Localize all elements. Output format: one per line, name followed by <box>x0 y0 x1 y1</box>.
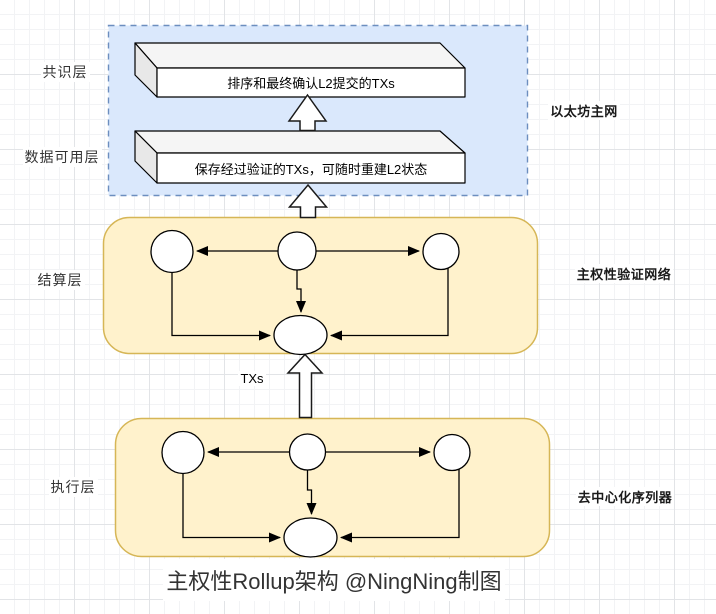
execution-layer-label: 执行层 <box>48 477 98 497</box>
edge <box>340 468 460 543</box>
validator-node-left <box>150 229 194 274</box>
validator-node-right <box>422 232 460 271</box>
data-availability-block-text: 保存经过验证的TXs，可随时重建L2状态 <box>194 161 428 177</box>
validation-network-label: 主权性验证网络 <box>569 263 679 283</box>
edge <box>182 473 281 543</box>
consensus-block-label: 排序和最终确认L2提交的TXs <box>157 68 465 97</box>
ethereum-mainnet-label: 以太坊主网 <box>534 100 634 120</box>
validator-node-center <box>277 231 317 271</box>
sequencer-label: 去中心化序列器 <box>570 486 680 506</box>
txs-flow-label: TXs <box>238 370 266 386</box>
diagram-caption: 主权性Rollup架构 @NingNing制图 <box>163 559 505 601</box>
edge <box>306 470 317 515</box>
up-arrow-settlement-to-da <box>287 183 329 219</box>
sequencer-network-nodes <box>161 430 471 558</box>
sequencer-node-left <box>161 430 205 475</box>
txs-up-arrow <box>286 353 324 419</box>
data-availability-block-label: 保存经过验证的TXs，可随时重建L2状态 <box>157 153 465 183</box>
validation-network-nodes <box>150 229 460 356</box>
sequencer-node-center <box>288 433 327 471</box>
consensus-block-cuboid <box>134 42 466 98</box>
edge <box>171 272 271 341</box>
consensus-block-text: 排序和最终确认L2提交的TXs <box>227 76 395 91</box>
sequencer-node-bottom <box>283 517 338 558</box>
data-availability-block-cuboid <box>134 130 466 184</box>
consensus-layer-label: 共识层 <box>40 62 90 82</box>
edge <box>330 267 449 341</box>
validation-network-edges <box>171 246 449 341</box>
edge <box>296 270 306 313</box>
data-availability-layer-label: 数据可用层 <box>22 147 102 167</box>
up-arrow-da-to-consensus <box>287 93 328 132</box>
settlement-layer-label: 结算层 <box>35 270 85 290</box>
sequencer-node-right <box>433 433 471 472</box>
sequencer-network-edges <box>182 447 460 543</box>
caption-text: 主权性Rollup架构 @NingNing制图 <box>166 569 502 594</box>
validator-node-bottom <box>273 314 328 356</box>
